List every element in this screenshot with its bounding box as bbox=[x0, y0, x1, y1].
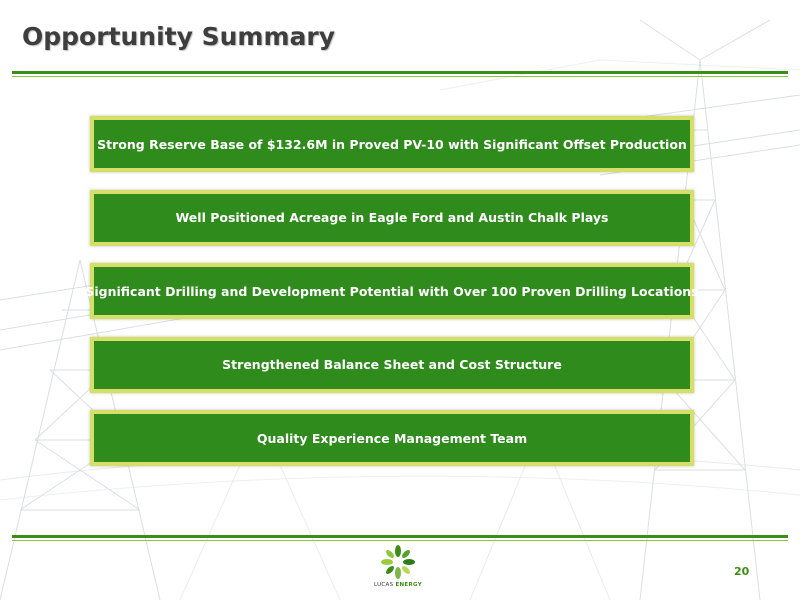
page-number: 20 bbox=[734, 565, 750, 578]
leaf-cluster-icon bbox=[381, 545, 415, 579]
highlight-box-drilling-potential: Significant Drilling and Development Pot… bbox=[85, 263, 699, 319]
highlight-box-acreage: Well Positioned Acreage in Eagle Ford an… bbox=[90, 189, 694, 246]
logo-word-lucas: LUCAS bbox=[373, 582, 394, 588]
highlight-box-balance-sheet: Strengthened Balance Sheet and Cost Stru… bbox=[90, 336, 694, 393]
logo-word-energy: ENERGY bbox=[395, 582, 422, 588]
logo-wordmark: LUCAS ENERGY bbox=[366, 582, 430, 588]
highlights-list: Strong Reserve Base of $132.6M in Proved… bbox=[85, 116, 699, 466]
company-logo: LUCAS ENERGY bbox=[366, 544, 430, 598]
top-divider bbox=[12, 71, 788, 77]
highlight-box-reserve-base: Strong Reserve Base of $132.6M in Proved… bbox=[90, 116, 694, 172]
slide-title: Opportunity Summary bbox=[22, 22, 336, 51]
highlight-box-management-team: Quality Experience Management Team bbox=[90, 410, 694, 466]
bottom-divider bbox=[12, 535, 788, 541]
